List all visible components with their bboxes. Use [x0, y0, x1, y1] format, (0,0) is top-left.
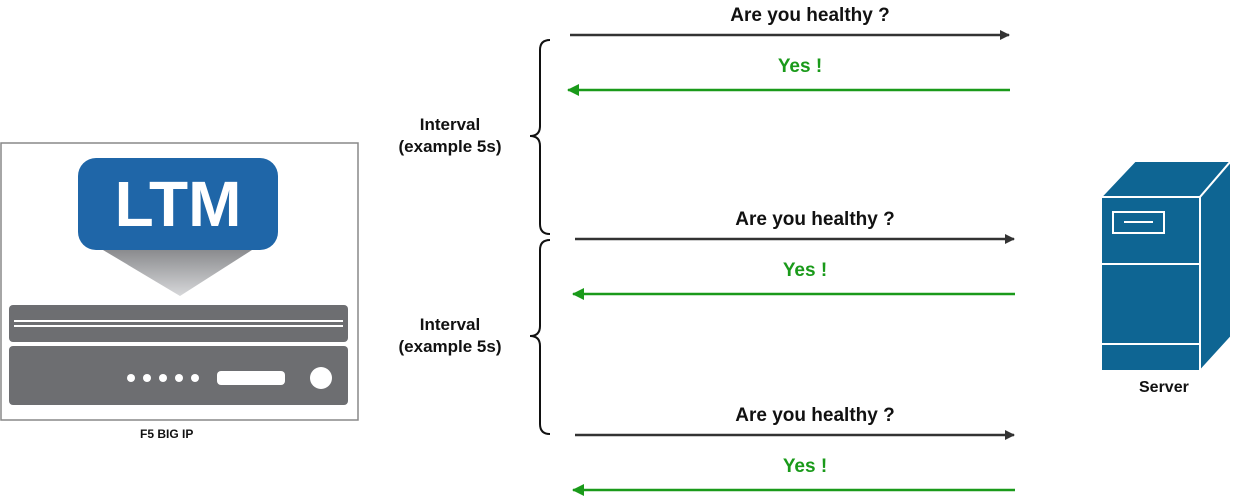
- interval-brace-1: [529, 39, 551, 235]
- interval-label-1: Interval (example 5s): [380, 114, 520, 158]
- server-icon: [1098, 158, 1234, 374]
- status-led: [191, 374, 199, 382]
- interval-brace-2: [529, 239, 551, 435]
- status-led: [143, 374, 151, 382]
- interval-title: Interval: [419, 115, 481, 134]
- status-led: [159, 374, 167, 382]
- f5-big-ip-device: [0, 142, 359, 421]
- response-label-3: Yes !: [782, 456, 828, 477]
- power-button-icon: [310, 367, 332, 389]
- request-label-1: Are you healthy ?: [730, 5, 890, 26]
- appliance-top-unit: [9, 305, 348, 342]
- status-led: [127, 374, 135, 382]
- ltm-badge: [78, 158, 278, 250]
- ltm-badge-label: LTM: [114, 168, 242, 240]
- server-caption: Server: [1139, 379, 1189, 396]
- interval-title: Interval: [419, 315, 481, 334]
- ltm-funnel: [103, 250, 252, 296]
- device-caption: F5 BIG IP: [140, 427, 194, 441]
- request-label-3: Are you healthy ?: [735, 405, 895, 426]
- request-label-2: Are you healthy ?: [735, 209, 895, 230]
- interval-example: (example 5s): [398, 337, 502, 356]
- interval-label-2: Interval (example 5s): [380, 314, 520, 358]
- response-label-2: Yes !: [782, 260, 828, 281]
- appliance-display: [217, 371, 285, 385]
- status-led: [175, 374, 183, 382]
- response-label-1: Yes !: [777, 56, 823, 77]
- interval-example: (example 5s): [398, 137, 502, 156]
